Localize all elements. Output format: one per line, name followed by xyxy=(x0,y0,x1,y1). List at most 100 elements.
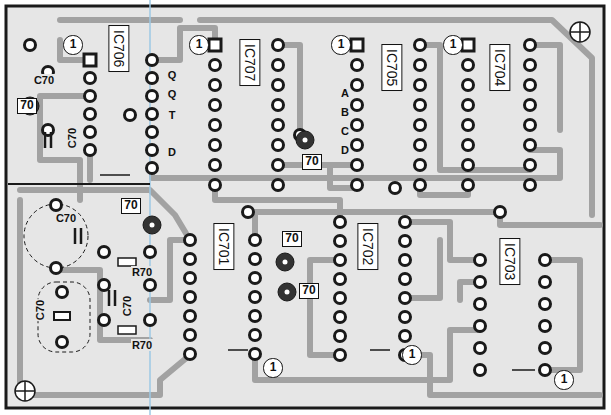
node-text: IC706 xyxy=(111,30,126,67)
solder-pad xyxy=(352,80,363,91)
pin-one-marker: 1 xyxy=(402,345,421,364)
board-outline xyxy=(6,6,604,408)
solder-pad xyxy=(185,235,196,246)
solder-pad xyxy=(125,110,136,121)
part-number-box: 70 xyxy=(282,231,301,246)
solder-pad xyxy=(475,321,486,332)
solder-pad xyxy=(335,274,346,285)
solder-pad xyxy=(525,120,536,131)
copper-trace xyxy=(20,200,190,395)
solder-pad xyxy=(99,247,110,258)
registration-mark xyxy=(15,381,35,401)
solder-pad xyxy=(210,60,221,71)
part-number-box: 70 xyxy=(121,198,140,213)
square-pad xyxy=(351,39,363,51)
solder-pad xyxy=(273,120,284,131)
node-text: 70 xyxy=(124,199,137,212)
solder-pad xyxy=(400,255,411,266)
copper-trace xyxy=(60,17,180,23)
solder-pad xyxy=(99,280,110,291)
trace-group xyxy=(20,20,600,395)
solder-pad xyxy=(400,274,411,285)
ic-label: IC703 xyxy=(499,238,520,285)
solder-pad xyxy=(273,180,284,191)
silkscreen-label: D xyxy=(340,144,350,156)
solder-pad xyxy=(475,343,486,354)
trimmer-pad xyxy=(278,283,296,301)
resistor-symbol xyxy=(118,258,136,266)
solder-pad xyxy=(85,91,96,102)
solder-pad xyxy=(250,311,261,322)
capacitor-symbol xyxy=(75,228,81,244)
node-text: 1 xyxy=(409,348,416,361)
node-text: IC703 xyxy=(502,243,517,280)
pin-one-marker: 1 xyxy=(63,35,82,54)
solder-pad xyxy=(210,180,221,191)
solder-pad xyxy=(250,254,261,265)
solder-pad xyxy=(335,331,346,342)
solder-pad xyxy=(400,217,411,228)
ic-label: IC702 xyxy=(357,223,378,270)
solder-pad xyxy=(147,55,158,66)
pin-one-marker: 1 xyxy=(554,370,573,389)
solder-pad xyxy=(415,180,426,191)
silkscreen-label: C70 xyxy=(66,127,78,149)
solder-pad xyxy=(463,120,474,131)
capacitor-symbol xyxy=(54,312,70,320)
solder-pad xyxy=(352,140,363,151)
solder-pad xyxy=(273,40,284,51)
registration-mark xyxy=(570,22,590,42)
silkscreen-label: C70 xyxy=(121,295,133,317)
solder-pad xyxy=(85,109,96,120)
solder-pad xyxy=(335,236,346,247)
solder-pad xyxy=(495,207,506,218)
silkscreen-label: C70 xyxy=(55,212,77,224)
ic-label: IC701 xyxy=(213,223,234,270)
solder-pad xyxy=(415,160,426,171)
trimmer-pad xyxy=(143,216,161,234)
copper-trace xyxy=(420,185,468,195)
silkscreen-label: C70 xyxy=(33,74,55,86)
solder-pad xyxy=(243,207,254,218)
solder-pad xyxy=(525,60,536,71)
solder-pad xyxy=(185,254,196,265)
node-text: IC707 xyxy=(242,44,257,81)
solder-pad xyxy=(352,180,363,191)
node-text: IC701 xyxy=(216,228,231,265)
pad-hole xyxy=(285,290,290,295)
solder-pad xyxy=(352,160,363,171)
square-pad xyxy=(84,54,96,66)
solder-pad xyxy=(540,277,551,288)
label-text: C xyxy=(341,125,349,137)
silkscreen-label: T xyxy=(168,109,177,121)
node-text: 70 xyxy=(20,99,33,112)
pin-one-marker: 1 xyxy=(263,358,282,377)
silkscreen-label: D xyxy=(167,146,177,158)
silkscreen-label: B xyxy=(340,106,350,118)
solder-pad xyxy=(273,100,284,111)
solder-pad xyxy=(250,292,261,303)
solder-pad xyxy=(352,120,363,131)
solder-pad xyxy=(185,330,196,341)
label-text: C70 xyxy=(34,300,46,320)
silkscreen-label: C xyxy=(340,125,350,137)
square-pad xyxy=(462,39,474,51)
solder-pad xyxy=(415,120,426,131)
solder-pad xyxy=(415,100,426,111)
solder-pad xyxy=(145,280,156,291)
solder-pad xyxy=(250,330,261,341)
solder-pad xyxy=(85,73,96,84)
solder-pad xyxy=(185,349,196,360)
solder-pad xyxy=(540,343,551,354)
label-text: D xyxy=(341,144,349,156)
solder-pad xyxy=(147,163,158,174)
copper-trace xyxy=(405,240,440,298)
capacitor-outline xyxy=(24,204,88,268)
solder-pad xyxy=(415,80,426,91)
solder-pad xyxy=(210,80,221,91)
solder-pad xyxy=(273,160,284,171)
label-text: R70 xyxy=(132,266,152,278)
solder-pad xyxy=(352,100,363,111)
